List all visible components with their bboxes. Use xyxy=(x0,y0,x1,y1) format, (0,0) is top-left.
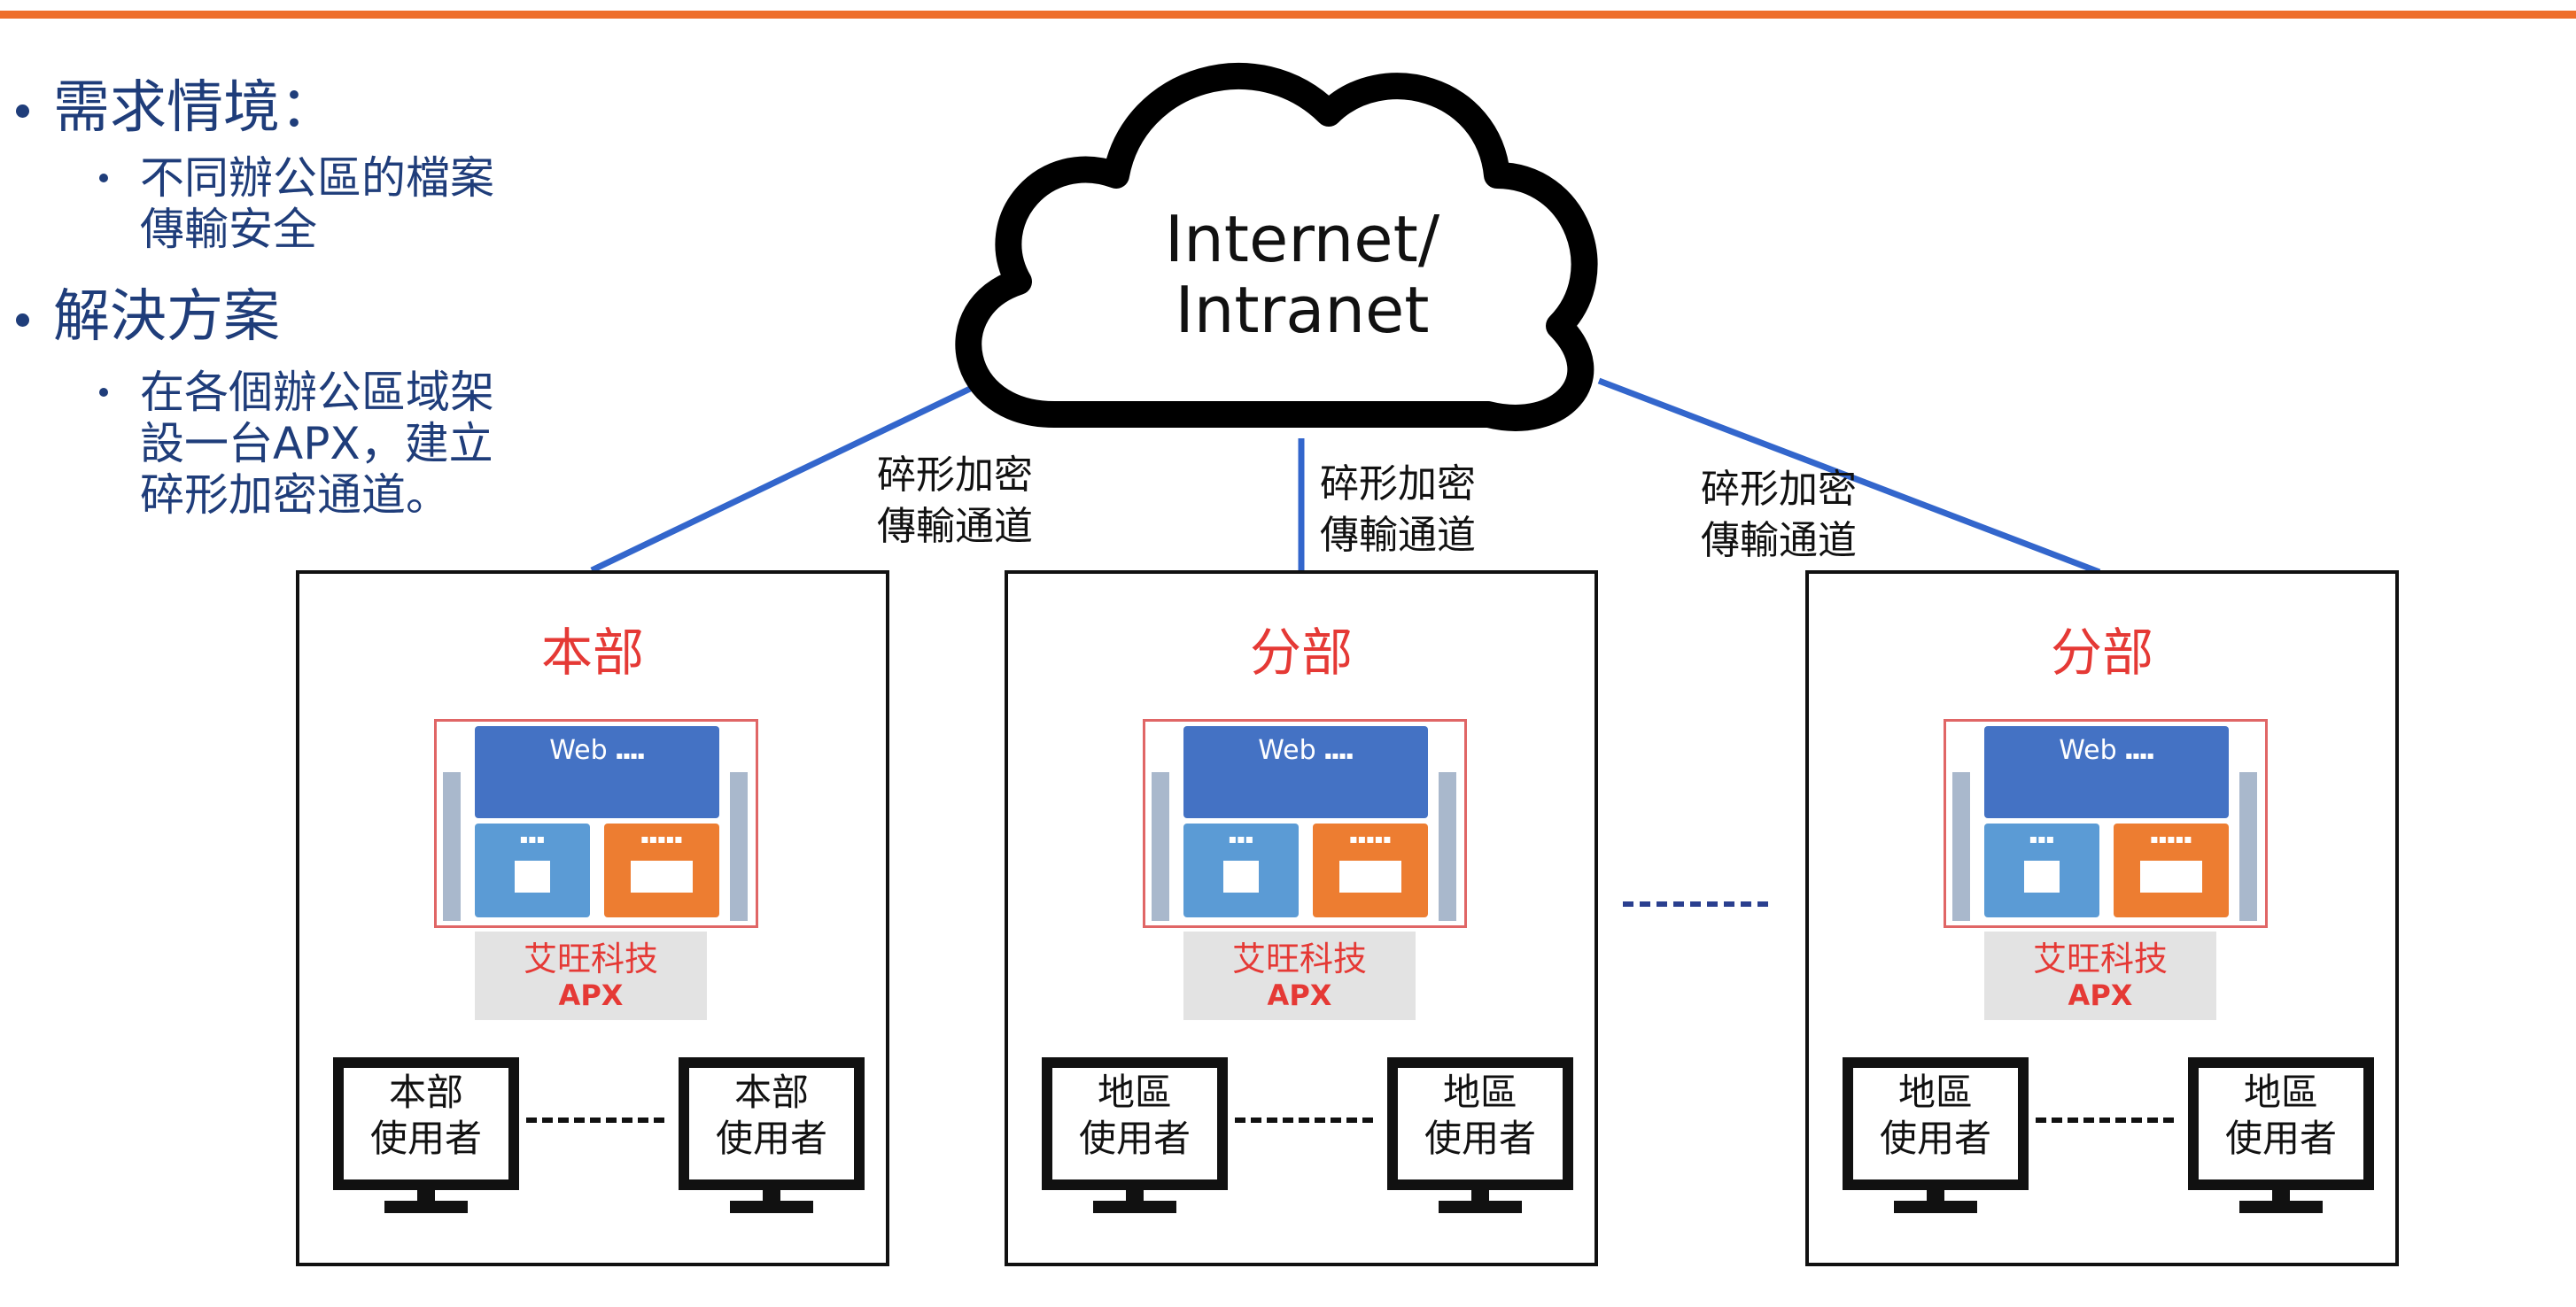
dashed-connector xyxy=(526,1118,664,1123)
site-branch-1: 分部 Web ▪▪▪▪ ▪▪▪ ▪▪▪▪▪ 艾旺科技 APX 地區 使用者 地區… xyxy=(1005,570,1598,1266)
requirement-text: 不同辦公區的檔案 傳輸安全 xyxy=(140,152,494,255)
bullet-dot xyxy=(99,174,108,182)
site-branch-2: 分部 Web ▪▪▪▪ ▪▪▪ ▪▪▪▪▪ 艾旺科技 APX 地區 使用者 地區… xyxy=(1805,570,2399,1266)
site-hq: 本部 Web ▪▪▪▪ ▪▪▪ ▪▪▪▪▪ 艾旺科技 APX 本部 使用者 本部… xyxy=(296,570,889,1266)
top-accent-bar xyxy=(0,11,2576,19)
web-panel: Web ▪▪▪▪ xyxy=(475,726,719,818)
module-blue: ▪▪▪ xyxy=(1984,824,2099,917)
channel-label-branch-1: 碎形加密 傳輸通道 xyxy=(1320,461,1476,558)
user-label: 地區 使用者 xyxy=(2224,1071,2337,1160)
dashed-connector xyxy=(2036,1118,2174,1123)
user-label: 本部 使用者 xyxy=(369,1071,482,1160)
module-orange: ▪▪▪▪▪ xyxy=(1313,824,1428,917)
site-title: 分部 xyxy=(2050,623,2153,683)
bullet-dot xyxy=(16,313,29,327)
cloud-icon xyxy=(955,62,1598,431)
module-orange: ▪▪▪▪▪ xyxy=(604,824,719,917)
user-label: 本部 使用者 xyxy=(715,1071,827,1160)
channel-label-hq: 碎形加密 傳輸通道 xyxy=(877,452,1033,549)
user-label: 地區 使用者 xyxy=(1078,1071,1191,1160)
bullet-dot xyxy=(16,104,29,118)
cloud-label: Internet/ Intranet xyxy=(1164,202,1440,347)
link-line-hq xyxy=(590,375,992,574)
dashed-connector xyxy=(1235,1118,1373,1123)
site-title: 本部 xyxy=(540,623,644,683)
module-orange: ▪▪▪▪▪ xyxy=(2114,824,2229,917)
apx-brand-plate: 艾旺科技 APX xyxy=(1183,932,1416,1020)
user-label: 地區 使用者 xyxy=(1424,1071,1536,1160)
apx-brand-plate: 艾旺科技 APX xyxy=(475,932,707,1020)
bullet-dot xyxy=(99,388,108,397)
requirement-heading: 需求情境： xyxy=(53,75,337,141)
user-label: 地區 使用者 xyxy=(1879,1071,1991,1160)
more-sites-ellipsis xyxy=(1623,901,1768,907)
apx-brand-plate: 艾旺科技 APX xyxy=(1984,932,2216,1020)
channel-label-branch-2: 碎形加密 傳輸通道 xyxy=(1701,467,1857,563)
web-panel: Web ▪▪▪▪ xyxy=(1183,726,1428,818)
link-line-branch-2 xyxy=(1597,377,2101,576)
module-blue: ▪▪▪ xyxy=(475,824,590,917)
solution-text: 在各個辦公區域架 設一台APX，建立 碎形加密通道。 xyxy=(140,367,494,521)
solution-heading: 解決方案 xyxy=(53,284,280,350)
module-blue: ▪▪▪ xyxy=(1183,824,1299,917)
site-title: 分部 xyxy=(1249,623,1353,683)
web-panel: Web ▪▪▪▪ xyxy=(1984,726,2229,818)
